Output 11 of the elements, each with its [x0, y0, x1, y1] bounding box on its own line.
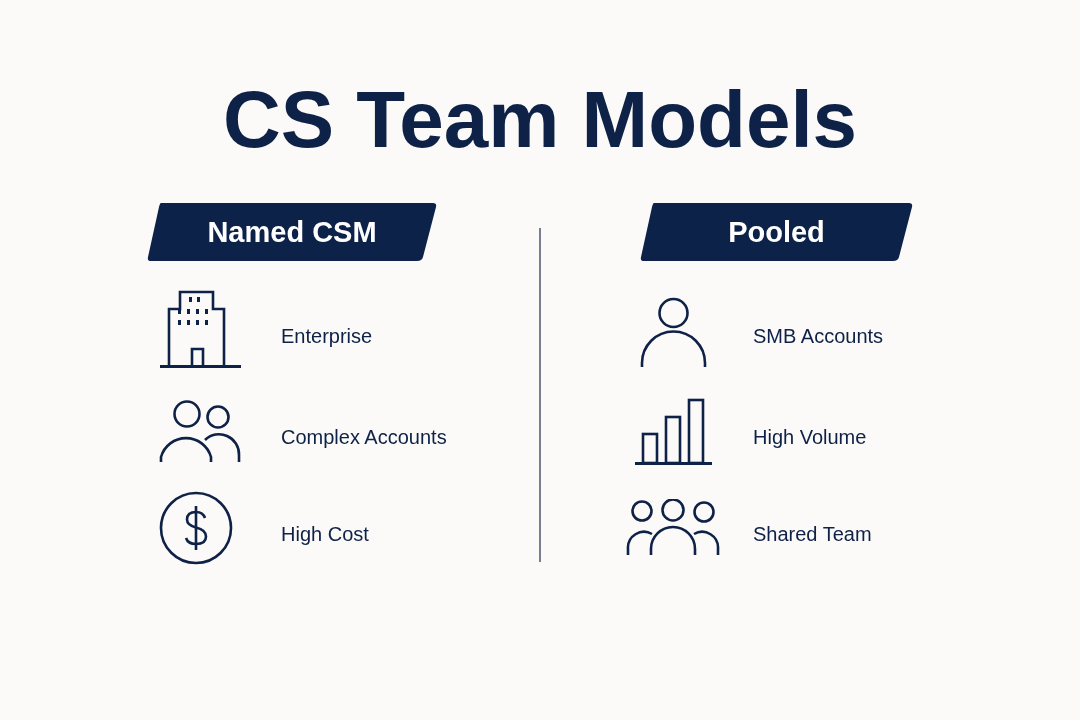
category-banner	[147, 203, 437, 261]
category-banner	[640, 203, 913, 261]
banner-title: Named CSM	[207, 215, 377, 249]
feature-label: Shared Team	[753, 522, 872, 546]
feature-label: High Cost	[281, 522, 369, 546]
feature-label: High Volume	[753, 425, 867, 449]
feature-label: Complex Accounts	[281, 425, 447, 449]
banner-title: Pooled	[728, 215, 825, 249]
feature-label: Enterprise	[281, 324, 373, 348]
feature-label: SMB Accounts	[753, 324, 884, 348]
title: CS Team Models	[221, 74, 859, 166]
